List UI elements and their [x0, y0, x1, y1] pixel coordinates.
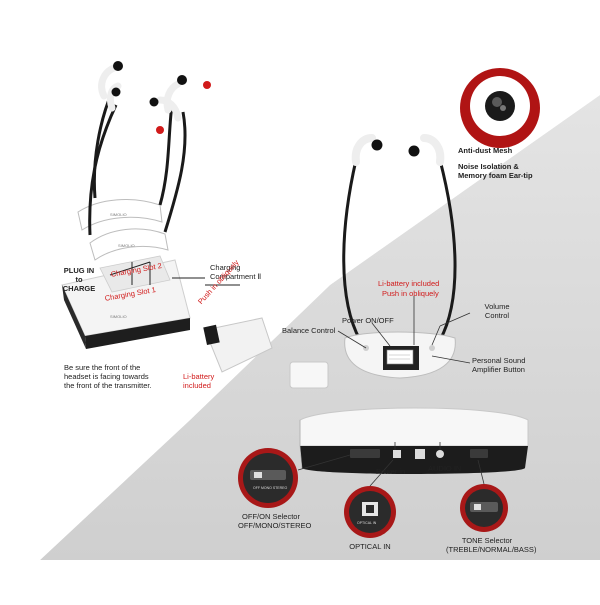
plug-in-line-2: to — [75, 275, 83, 284]
audio-in-label: AUDIO IN — [428, 464, 462, 473]
plug-in-line-3: CHARGE — [62, 284, 96, 293]
svg-text:SIMOLIO: SIMOLIO — [110, 314, 127, 319]
personal-sound-line-2: Amplifier Button — [472, 365, 525, 374]
noise-isolation-label: Noise Isolation & Memory foam Ear-tip — [458, 162, 533, 180]
power-in-label: Power in — [376, 467, 406, 476]
headset-note-line-3: the front of the transmitter. — [64, 381, 152, 390]
volume-control-label: Volume Control — [474, 302, 520, 320]
leader-lines-right — [337, 296, 471, 364]
transmitter-rear — [299, 407, 529, 474]
plug-in-to-charge-label: PLUG IN to CHARGE — [58, 266, 100, 293]
li-battery-left-line-1: Li-battery — [183, 372, 215, 381]
balance-control-label: Balance Control — [282, 326, 336, 335]
off-on-selector-zoom: OFF MONO STEREO — [238, 448, 298, 508]
battery-and-cover-left — [203, 317, 273, 373]
off-on-selector-label: OFF/ON Selector OFF/MONO/STEREO — [238, 512, 312, 530]
power-on-off-label: Power ON/OFF — [342, 316, 394, 325]
tone-selector-line-2: (TREBLE/NORMAL/BASS) — [446, 545, 537, 554]
off-on-selector-line-2: OFF/MONO/STEREO — [238, 521, 312, 530]
tone-selector-label: TONE Selector (TREBLE/NORMAL/BASS) — [446, 536, 537, 554]
charging-compartment-line-1: Charging — [210, 263, 241, 272]
plug-in-line-1: PLUG IN — [63, 266, 95, 275]
headset-note-line-2: headset is facing towards — [64, 372, 149, 381]
tone-selector-line-1: TONE Selector — [461, 536, 513, 545]
li-battery-right-label: Li-battery included — [378, 279, 440, 288]
svg-text:SIMOLIO: SIMOLIO — [110, 212, 127, 217]
ear-tip-callout — [460, 68, 540, 148]
headset-front-view — [342, 134, 457, 379]
leader-lines-bottom — [297, 442, 485, 487]
noise-isolation-line-1: Noise Isolation & — [458, 162, 519, 171]
charging-compartment-line-2: Compartment Ⅱ — [210, 272, 262, 281]
optical-in-zoom: OPTICAL IN — [344, 486, 396, 538]
off-on-selector-line-1: OFF/ON Selector — [242, 512, 300, 521]
white-background-band — [0, 0, 600, 560]
anti-dust-mesh-label: Anti-dust Mesh — [458, 146, 513, 155]
optical-in-label: OPTICAL IN — [349, 542, 391, 551]
headsets-on-charging-base: SIMOLIO SIMOLIO SIMOLIO — [61, 61, 211, 349]
headset-orientation-note: Be sure the front of the headset is faci… — [64, 363, 152, 390]
personal-sound-amplifier-label: Personal Sound Amplifier Button — [472, 356, 525, 374]
noise-isolation-line-2: Memory foam Ear-tip — [458, 171, 533, 180]
battery-cover-right — [289, 361, 329, 389]
personal-sound-line-1: Personal Sound — [472, 356, 526, 365]
charging-compartment-label: Charging Compartment Ⅱ — [210, 263, 261, 281]
li-battery-left-label: Li-battery included — [183, 372, 214, 390]
svg-text:OFF MONO STEREO: OFF MONO STEREO — [253, 486, 288, 490]
tone-selector-zoom — [460, 484, 508, 532]
svg-text:OPTICAL IN: OPTICAL IN — [357, 521, 377, 525]
leader-lines-left — [109, 261, 240, 286]
volume-control-line-1: Volume — [484, 302, 510, 311]
li-battery-left-line-2: included — [183, 381, 211, 390]
svg-text:SIMOLIO: SIMOLIO — [118, 243, 135, 248]
volume-control-line-2: Control — [484, 311, 510, 320]
headset-note-line-1: Be sure the front of the — [64, 363, 141, 372]
push-in-obliquely-right-label: Push in obliquely — [382, 289, 439, 298]
